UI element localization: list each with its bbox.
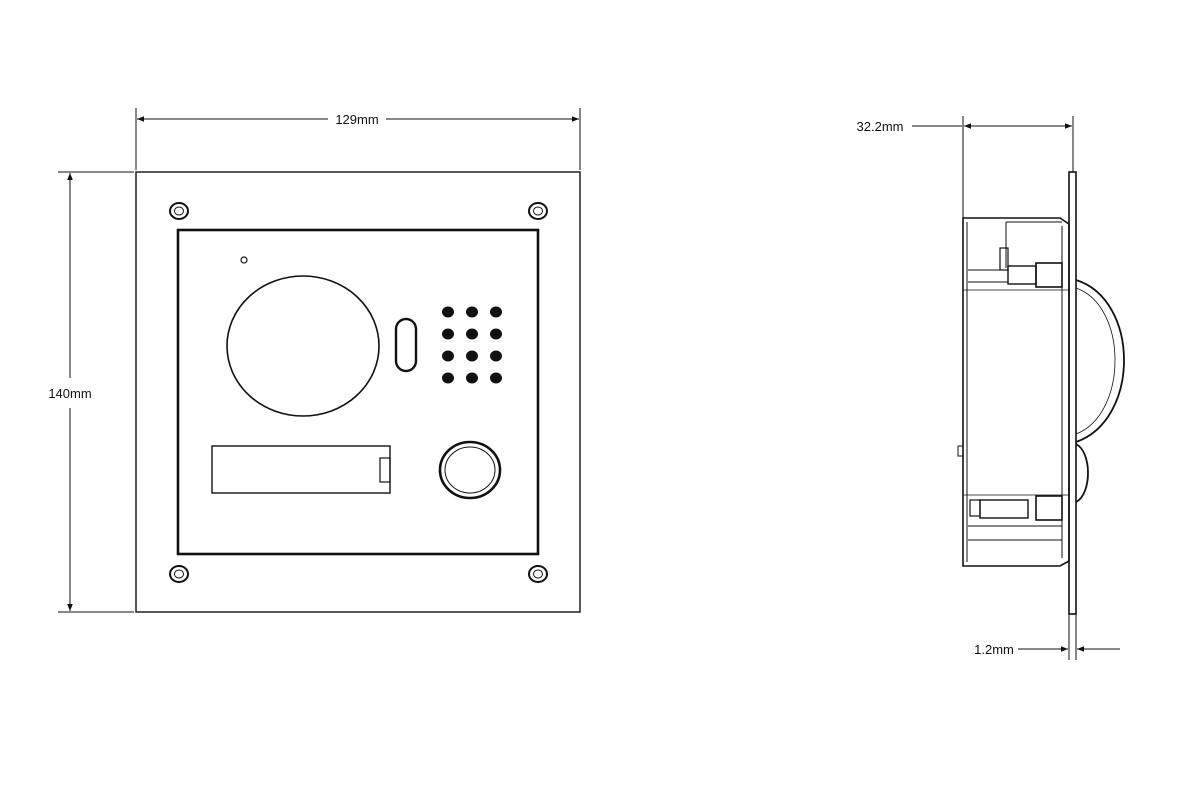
depth-label: 32.2mm [857, 119, 904, 134]
microphone-hole [240, 256, 248, 264]
speaker-hole [490, 350, 502, 362]
side-front-plate [1068, 171, 1077, 615]
screw-hole [528, 202, 548, 220]
plate-thickness-dimension: 1.2mm [974, 614, 1120, 660]
screw-hole [528, 565, 548, 583]
depth-dimension: 32.2mm [857, 116, 1074, 218]
side-view: 32.2mm 1.2mm [857, 116, 1125, 660]
height-dimension: 140mm [48, 171, 134, 613]
ir-sensor-slot [394, 317, 418, 373]
camera-lens [226, 275, 380, 417]
speaker-hole [466, 372, 478, 384]
speaker-hole [442, 328, 454, 340]
speaker-hole [466, 328, 478, 340]
speaker-hole [442, 350, 454, 362]
height-label: 140mm [48, 386, 91, 401]
width-label: 129mm [335, 112, 378, 127]
screw-hole [169, 202, 189, 220]
faceplate [176, 228, 540, 556]
screw-hole [169, 565, 189, 583]
side-camera-dome [1075, 279, 1125, 443]
side-bottom-clip [968, 495, 1063, 541]
name-plate [211, 445, 391, 494]
speaker-hole [466, 350, 478, 362]
width-dimension: 129mm [135, 108, 581, 170]
speaker-hole [442, 372, 454, 384]
side-top-clip [968, 247, 1063, 288]
mounting-plate [135, 171, 581, 613]
speaker-hole [466, 306, 478, 318]
plate-thickness-label: 1.2mm [974, 642, 1014, 657]
speaker-grille [442, 306, 502, 384]
speaker-hole [490, 328, 502, 340]
call-button [438, 440, 502, 500]
speaker-hole [490, 372, 502, 384]
speaker-hole [490, 306, 502, 318]
side-call-button [1075, 443, 1089, 503]
speaker-hole [442, 306, 454, 318]
front-view: 129mm 140mm [48, 108, 581, 613]
screw-holes [169, 202, 548, 583]
